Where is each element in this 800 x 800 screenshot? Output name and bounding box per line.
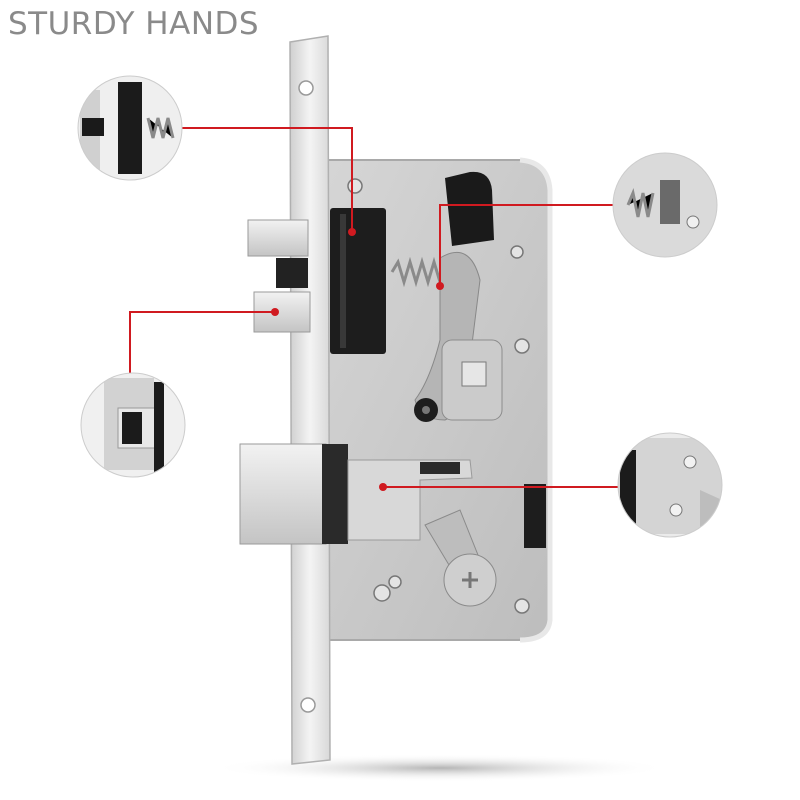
callout-lines	[129, 127, 622, 488]
top-latch-post	[445, 171, 494, 246]
detail-circle-left	[80, 372, 186, 478]
latch-bolt-gap	[276, 258, 308, 288]
detail-circle-right	[617, 432, 723, 538]
latch-block	[330, 208, 386, 354]
detail-circle-top-right	[612, 152, 718, 258]
deadbolt	[239, 443, 327, 545]
brand-watermark: STURDY HANDS	[8, 6, 260, 42]
detail-circle-top-left	[77, 75, 183, 181]
floor-shadow	[210, 754, 670, 782]
faceplate-screw-hole-bottom	[300, 697, 316, 713]
upper-spring	[390, 256, 442, 288]
faceplate-screw-hole-top	[298, 80, 314, 96]
latch-bolt-upper	[247, 219, 309, 257]
deadbolt-lever-plate	[347, 459, 473, 541]
lock-case-rim	[519, 157, 553, 643]
callout-dots	[271, 228, 444, 491]
right-bracket	[524, 484, 546, 548]
faceplate	[289, 35, 331, 765]
spindle-hole	[461, 361, 487, 387]
